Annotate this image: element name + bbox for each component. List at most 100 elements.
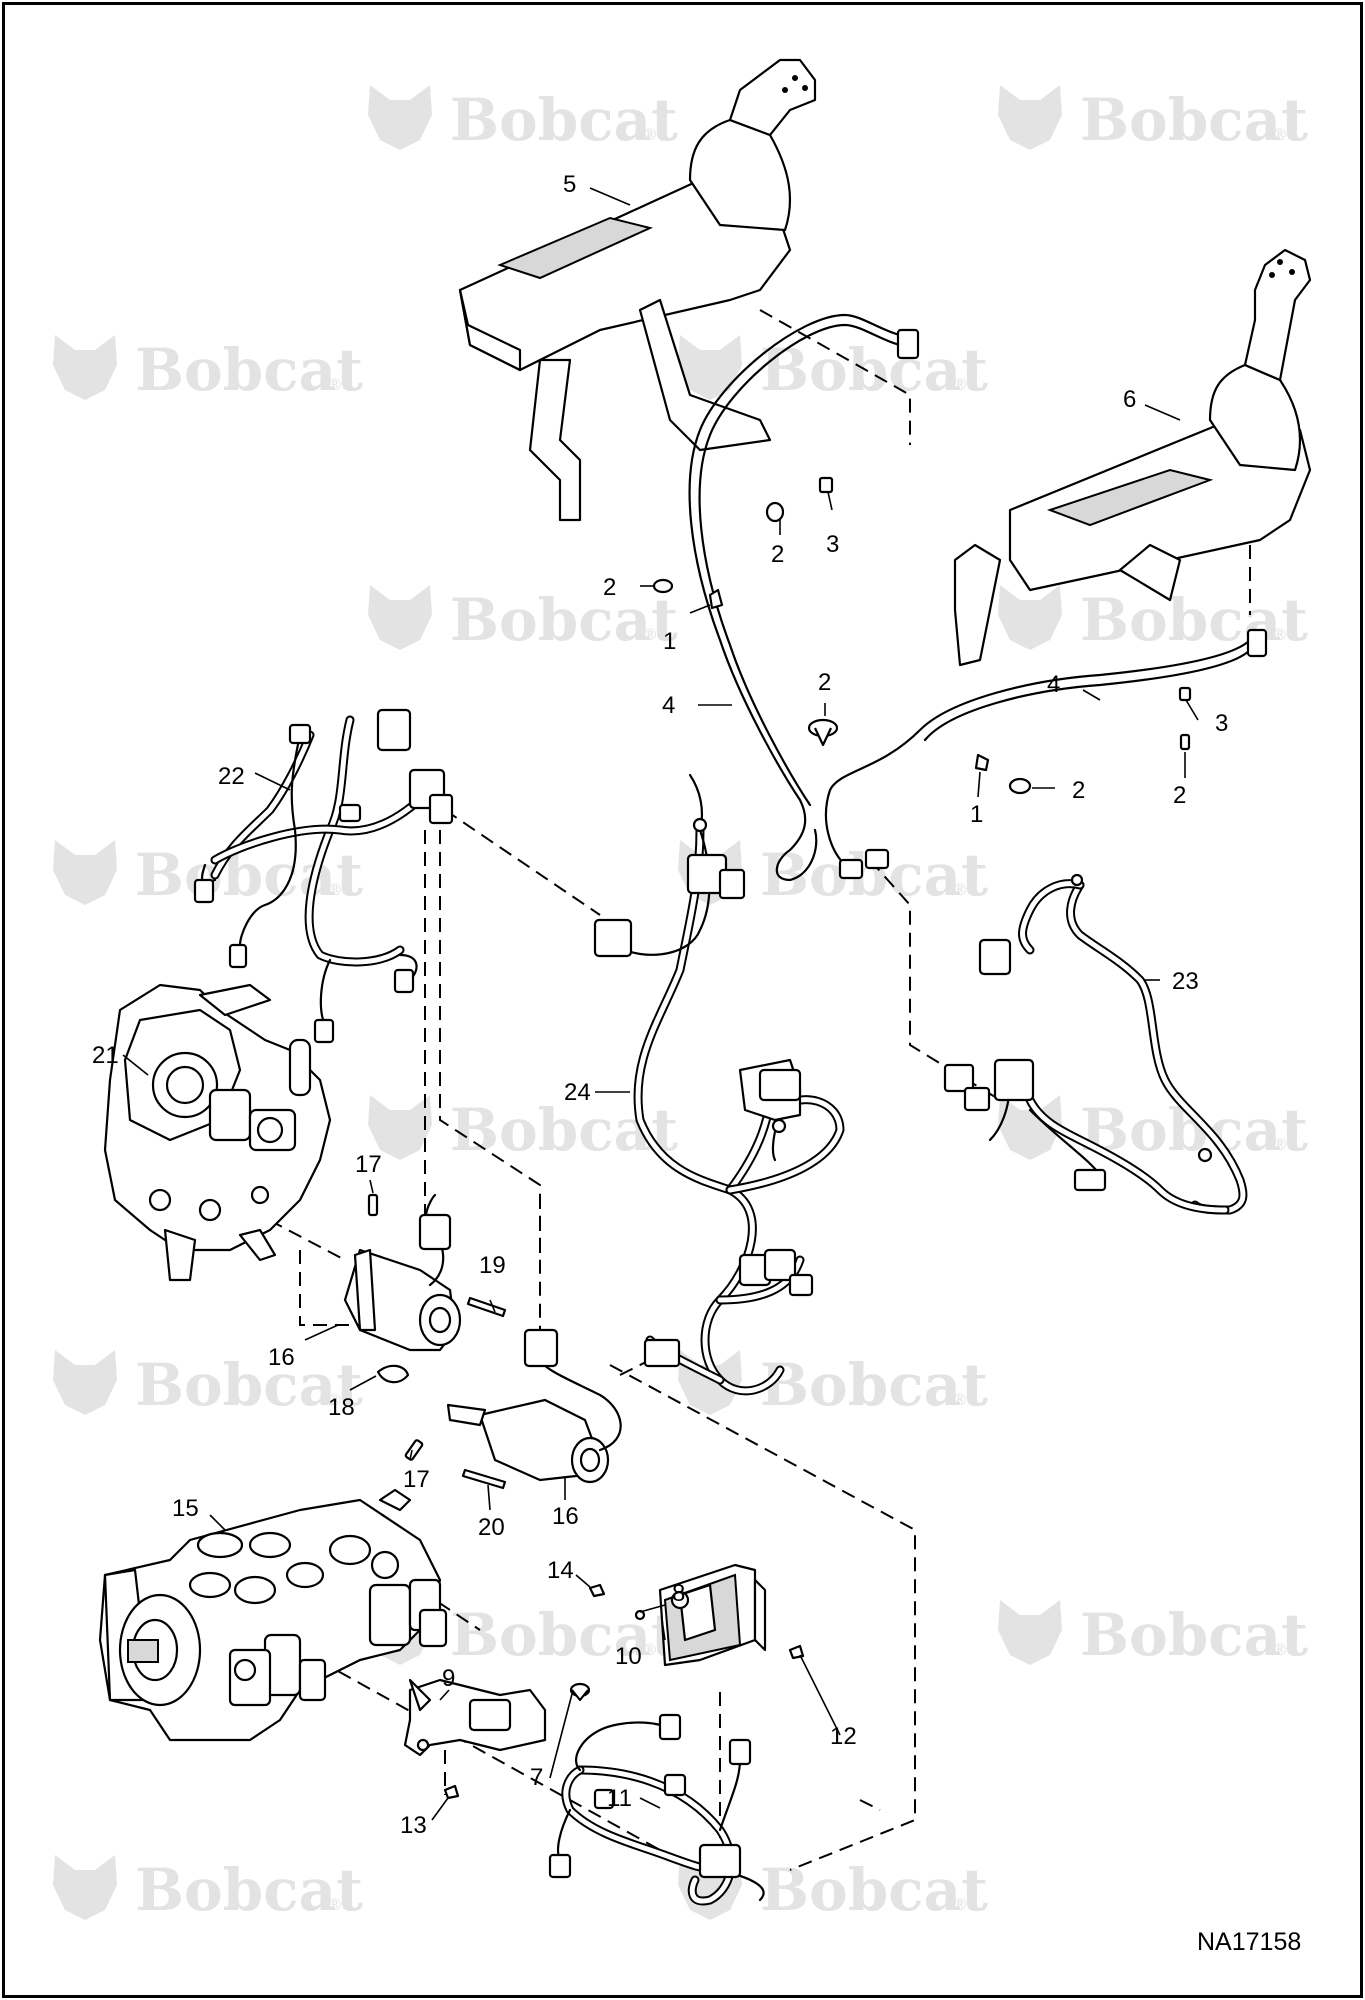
bobcat-watermark-text: Bobcat [135,1351,363,1419]
callout-3-a: 3 [826,531,839,558]
bobcat-watermark-text: Bobcat [760,1856,988,1924]
joystick-cable-drawings [688,313,1268,882]
callout-1-a: 1 [663,628,676,655]
callout-17-b: 17 [403,1466,430,1493]
bobcat-logo-icon [368,585,432,650]
controller-10-drawing [658,1563,767,1667]
bobcat-watermark-text: Bobcat [1080,1096,1308,1164]
bobcat-watermark: Bobcat® [678,335,988,404]
callout-2-b: 2 [603,574,616,601]
callout-13: 13 [400,1812,427,1839]
bracket-9-drawing [403,1678,547,1757]
callout-21: 21 [92,1042,119,1069]
bobcat-logo-icon [53,1855,117,1920]
bobcat-watermarks: Bobcat®Bobcat®Bobcat®Bobcat®Bobcat®Bobca… [53,85,1308,1924]
bobcat-watermark-text: Bobcat [760,336,988,404]
registered-mark: ® [1272,1135,1288,1154]
callout-5: 5 [563,171,576,198]
bobcat-watermark: Bobcat® [53,1855,363,1924]
bobcat-watermark: Bobcat® [998,585,1308,654]
callout-18: 18 [328,1394,355,1421]
bobcat-watermark: Bobcat® [368,585,678,654]
bobcat-logo-icon [368,1095,432,1160]
pump-15-drawing [98,1488,448,1742]
callout-22: 22 [218,763,245,790]
bobcat-watermark: Bobcat® [368,85,678,154]
callout-14: 14 [547,1557,574,1584]
callout-2-c: 2 [818,669,831,696]
harness-24-drawing [593,773,845,1396]
registered-mark: ® [642,125,658,144]
callout-23: 23 [1172,968,1199,995]
callout-7: 7 [530,1764,543,1791]
callout-1-b: 1 [970,801,983,828]
registered-mark: ® [952,375,968,394]
bobcat-logo-icon [53,1350,117,1415]
registered-mark: ® [327,880,343,899]
bobcat-logo-icon [678,335,742,400]
callout-20: 20 [478,1514,505,1541]
registered-mark: ® [952,880,968,899]
callout-3-b: 3 [1215,710,1228,737]
registered-mark: ® [642,1640,658,1659]
bobcat-watermark: Bobcat® [998,1600,1308,1669]
bobcat-watermark: Bobcat® [53,335,363,404]
bobcat-watermark: Bobcat® [998,85,1308,154]
bobcat-watermark-text: Bobcat [450,586,678,654]
harness-11-drawing [548,1713,765,1906]
callout-19: 19 [479,1252,506,1279]
small-hardware-drawings [652,476,1192,795]
callout-9: 9 [442,1665,455,1692]
leader-lines [122,187,1199,1821]
bobcat-watermark-text: Bobcat [1080,586,1308,654]
bobcat-logo-icon [998,1600,1062,1665]
bobcat-logo-icon [998,85,1062,150]
callout-10: 10 [615,1643,642,1670]
fasteners-drawing [443,1583,805,1800]
callout-2-d: 2 [1173,782,1186,809]
bobcat-logo-icon [998,585,1062,650]
bobcat-watermark-text: Bobcat [1080,86,1308,154]
bobcat-watermark: Bobcat® [998,1095,1308,1164]
harness-22-drawing [193,708,454,1044]
bobcat-logo-icon [368,85,432,150]
joystick-armrest-left-drawing [458,58,817,522]
bobcat-watermark: Bobcat® [678,1350,988,1419]
bobcat-watermark-text: Bobcat [135,1856,363,1924]
callout-17-a: 17 [355,1151,382,1178]
bobcat-logo-icon [53,840,117,905]
callout-4-b: 4 [1047,671,1060,698]
bobcat-watermark-text: Bobcat [450,86,678,154]
callout-11: 11 [607,1785,632,1812]
callout-24: 24 [564,1079,591,1106]
bobcat-watermark: Bobcat® [368,1095,678,1164]
bobcat-logo-icon [998,1095,1062,1160]
actuator-16-upper-drawing [343,1193,462,1352]
callout-15: 15 [172,1495,199,1522]
joystick-armrest-right-drawing [953,248,1312,667]
registered-mark: ® [327,1895,343,1914]
callout-16-a: 16 [268,1344,295,1371]
bobcat-watermark-text: Bobcat [135,336,363,404]
bobcat-logo-icon [53,335,117,400]
bobcat-watermark: Bobcat® [678,1855,988,1924]
callout-2-e: 2 [1072,777,1085,804]
callout-4-a: 4 [662,692,675,719]
registered-mark: ® [327,1390,343,1409]
callout-6: 6 [1123,386,1136,413]
registered-mark: ® [952,1895,968,1914]
callout-numbers: 5 6 2 3 2 1 4 4 2 3 2 1 2 22 23 21 24 17… [92,171,1228,1839]
registered-mark: ® [952,1390,968,1409]
bobcat-watermark-text: Bobcat [1080,1601,1308,1669]
actuator-16-lower-drawing [446,1328,622,1484]
bobcat-watermark: Bobcat® [53,1350,363,1419]
figure-number: NA17158 [1197,1928,1301,1956]
pump-21-drawing [103,983,332,1282]
registered-mark: ® [327,375,343,394]
callout-16-b: 16 [552,1503,579,1530]
callout-8: 8 [672,1580,685,1607]
registered-mark: ® [642,625,658,644]
